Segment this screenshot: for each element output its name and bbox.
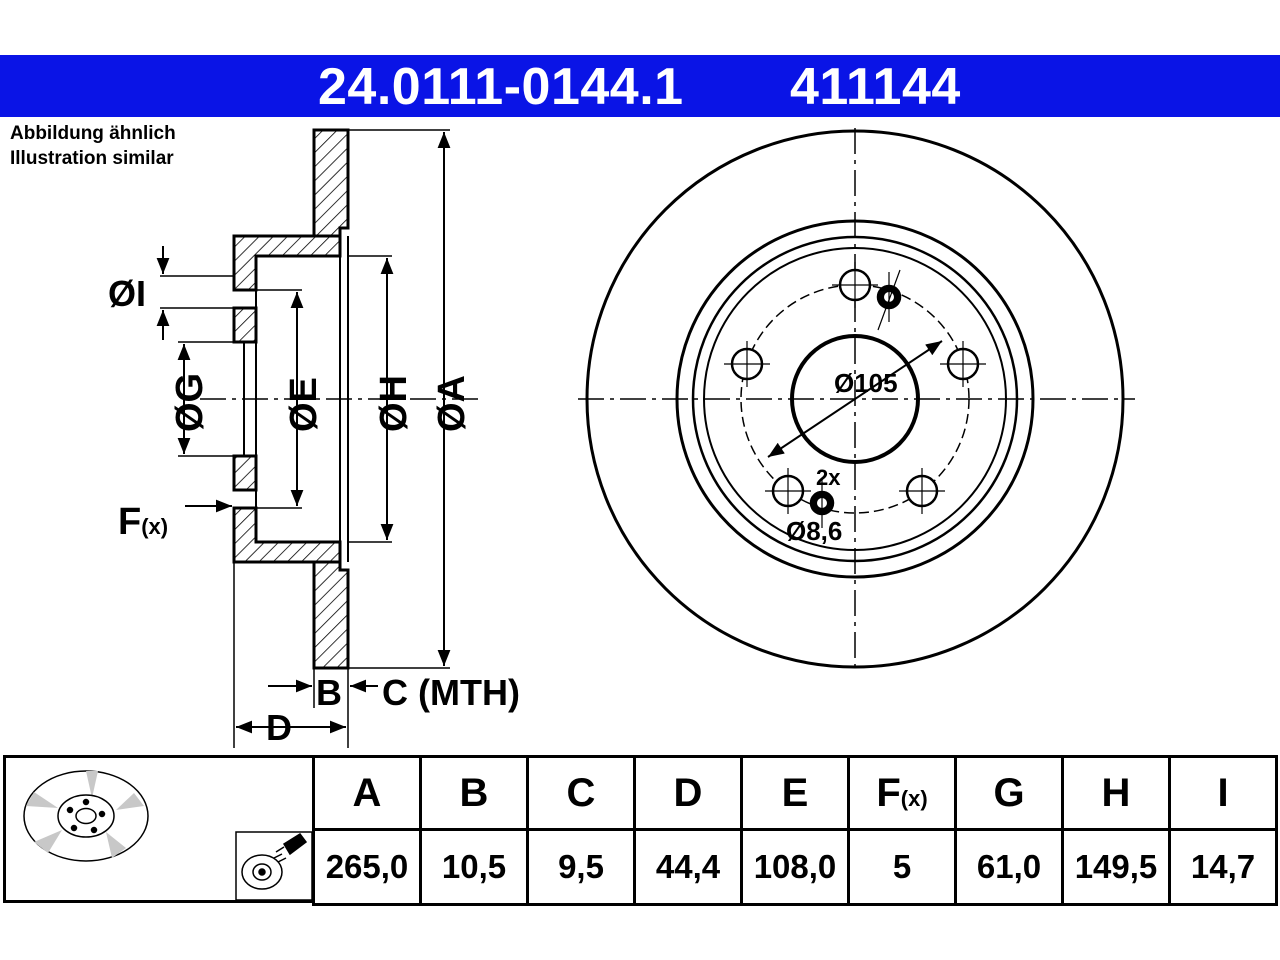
title-bar: 24.0111-0144.1 411144 bbox=[0, 55, 1280, 117]
coating-icon bbox=[235, 831, 313, 901]
hat-section-bottom bbox=[232, 506, 342, 564]
locating-holes bbox=[809, 269, 902, 528]
table-header-row: A B C D E F(x) G H I bbox=[312, 755, 1278, 831]
label-f-sub: (x) bbox=[141, 514, 168, 539]
part-number: 24.0111-0144.1 bbox=[318, 58, 684, 116]
value-f: 5 bbox=[847, 828, 957, 906]
value-i: 14,7 bbox=[1168, 828, 1278, 906]
hat-section-top bbox=[232, 234, 342, 292]
value-a: 265,0 bbox=[312, 828, 422, 906]
label-f-main: F bbox=[118, 501, 141, 543]
value-e: 108,0 bbox=[740, 828, 850, 906]
header-e: E bbox=[740, 755, 850, 831]
header-f: F(x) bbox=[847, 755, 957, 831]
disc-thumbnail bbox=[23, 770, 313, 901]
rotor-section-top bbox=[312, 128, 350, 238]
pcd-leader bbox=[767, 340, 943, 458]
label-d: D bbox=[266, 707, 292, 748]
value-b: 10,5 bbox=[419, 828, 529, 906]
illustration-note-de: Abbildung ähnlich bbox=[10, 123, 176, 144]
thumbnail-panel bbox=[3, 755, 313, 903]
illustration-note-en: Illustration similar bbox=[10, 148, 174, 169]
header-d: D bbox=[633, 755, 743, 831]
hub-face-top bbox=[232, 306, 258, 344]
label-pcd: Ø105 bbox=[834, 368, 898, 398]
value-g: 61,0 bbox=[954, 828, 1064, 906]
dimension-table: A B C D E F(x) G H I 265,0 10,5 9,5 44,4… bbox=[312, 755, 1278, 906]
section-dimensions bbox=[156, 129, 451, 748]
header-c: C bbox=[526, 755, 636, 831]
header-a: A bbox=[312, 755, 422, 831]
rotor-section-bottom bbox=[312, 560, 350, 670]
label-c: C (MTH) bbox=[382, 672, 520, 713]
label-b: B bbox=[316, 672, 342, 713]
value-h: 149,5 bbox=[1061, 828, 1171, 906]
header-b: B bbox=[419, 755, 529, 831]
label-f: F(x) bbox=[118, 501, 168, 543]
value-c: 9,5 bbox=[526, 828, 636, 906]
label-dia-e: ØE bbox=[283, 377, 325, 432]
front-view bbox=[578, 128, 1135, 672]
label-dia-a: ØA bbox=[431, 375, 473, 432]
label-dia-g: ØG bbox=[169, 373, 211, 432]
header-g: G bbox=[954, 755, 1064, 831]
label-dia-h: ØH bbox=[373, 375, 415, 432]
table-value-row: 265,0 10,5 9,5 44,4 108,0 5 61,0 149,5 1… bbox=[312, 828, 1278, 906]
label-hole-dia: Ø8,6 bbox=[786, 516, 842, 546]
reference-number: 411144 bbox=[790, 58, 961, 116]
header-f-main: F bbox=[876, 770, 901, 815]
header-f-sub: (x) bbox=[900, 785, 928, 811]
label-hole-count: 2x bbox=[816, 465, 841, 490]
header-i: I bbox=[1168, 755, 1278, 831]
hub-face-bottom bbox=[232, 454, 258, 492]
label-dia-i: ØI bbox=[108, 273, 146, 314]
header-h: H bbox=[1061, 755, 1171, 831]
bolt-hole-axes bbox=[724, 262, 986, 514]
value-d: 44,4 bbox=[633, 828, 743, 906]
